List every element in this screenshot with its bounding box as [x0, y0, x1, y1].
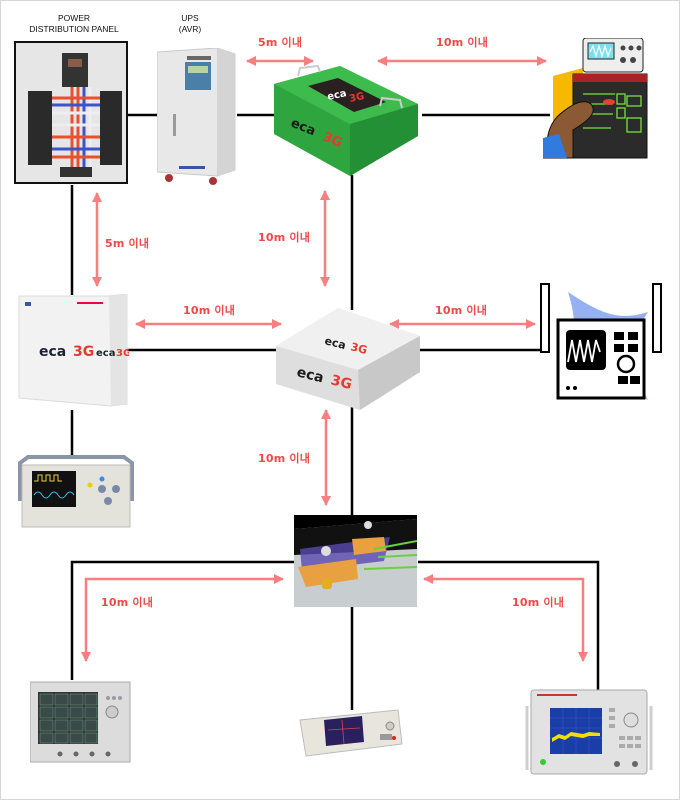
svg-text:3G: 3G: [116, 348, 129, 359]
distance-label-silver-wireless: 10m 이내: [435, 304, 488, 317]
svg-text:3G: 3G: [321, 130, 345, 151]
distance-label-probe-spectrum: 10m 이내: [512, 596, 565, 609]
eca3g-tower-unit: eca 3G eca 3G: [17, 293, 131, 412]
svg-text:eca: eca: [295, 364, 325, 386]
eca3g-silver-unit: eca 3G eca 3G: [274, 304, 424, 414]
distance-label-silver-probe: 10m 이내: [258, 452, 311, 465]
wire-probe-network: [70, 560, 295, 680]
ups-label-line1: UPS: [181, 13, 199, 23]
distance-label-ups-green: 5m 이내: [258, 36, 303, 49]
ups-cabinet: [156, 47, 237, 188]
distance-label-probe-network: 10m 이내: [101, 596, 154, 609]
ups-icon: [156, 47, 236, 185]
svg-text:3G: 3G: [329, 372, 353, 393]
distance-label-tower-silver: 10m 이내: [183, 304, 236, 317]
svg-text:eca: eca: [39, 344, 66, 360]
probe-station: [294, 515, 418, 607]
distance-label-green-tester: 10m 이내: [436, 36, 489, 49]
power-distribution-panel: [14, 41, 128, 184]
power-panel-label-line1: POWER: [57, 13, 91, 23]
arrow-probe-spectrum: [423, 574, 588, 662]
eca3g-green-unit: eca 3G eca 3G: [268, 64, 426, 182]
wireless-instrument-clipart: [538, 282, 663, 402]
distance-label-green-silver: 10m 이내: [258, 231, 311, 244]
wireless-instrument-icon: [540, 283, 662, 400]
spectrum-analyzer: [523, 688, 655, 778]
svg-text:3G: 3G: [349, 340, 368, 357]
oscilloscope-icon: [18, 455, 134, 528]
tester-clipart: [542, 37, 648, 160]
eca3g-green-icon: eca 3G eca 3G: [274, 64, 418, 176]
wire-probe-spectrum: [418, 560, 600, 690]
power-panel-icon: [28, 53, 122, 177]
ups-label: UPS (AVR): [160, 13, 220, 35]
technician-tester-icon: [542, 37, 648, 159]
distance-label-panel-tower: 5m 이내: [105, 237, 150, 250]
digital-oscilloscope: [18, 455, 134, 533]
spectrum-analyzer-icon: [525, 689, 653, 775]
svg-text:eca: eca: [326, 88, 347, 103]
power-panel-label: POWER DISTRIBUTION PANEL: [14, 13, 134, 35]
network-analyzer: [29, 678, 132, 764]
power-panel-label-line2: DISTRIBUTION PANEL: [29, 24, 119, 34]
eca3g-tower-icon: eca 3G eca 3G: [18, 293, 131, 407]
svg-text:eca: eca: [323, 334, 347, 352]
probe-station-icon: [294, 519, 418, 607]
eca3g-silver-icon: eca 3G eca 3G: [276, 308, 420, 410]
ups-label-line2: (AVR): [178, 24, 202, 34]
svg-text:3G: 3G: [73, 344, 94, 360]
network-analyzer-icon: [29, 681, 131, 763]
svg-text:3G: 3G: [348, 91, 365, 105]
portable-analyzer: [298, 708, 404, 760]
portable-analyzer-icon: [299, 709, 403, 757]
arrow-probe-network: [81, 574, 284, 662]
svg-text:eca: eca: [96, 348, 115, 359]
